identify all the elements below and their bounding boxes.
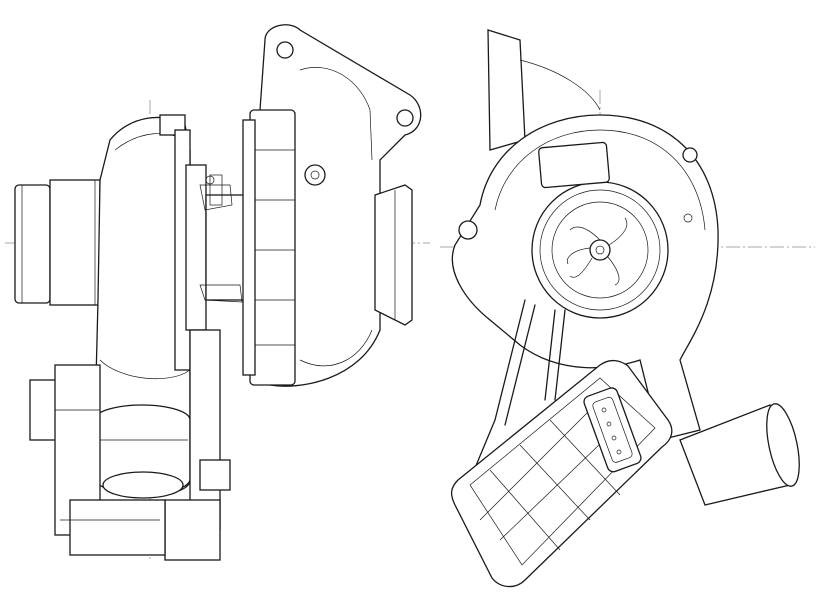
inlet-pipe <box>14 179 101 306</box>
side-view <box>14 24 422 561</box>
turbine-housing <box>242 24 422 387</box>
connector <box>583 387 642 473</box>
compressor-wheel <box>566 217 628 286</box>
compressor-housing-front <box>451 114 719 441</box>
actuator-side <box>29 364 166 556</box>
actuator-box <box>450 359 673 588</box>
turbine-outlet <box>374 184 413 326</box>
compressor-housing <box>93 114 191 499</box>
compressor-outlet <box>679 403 800 506</box>
front-view <box>450 29 800 588</box>
actuator-rods <box>469 299 566 481</box>
